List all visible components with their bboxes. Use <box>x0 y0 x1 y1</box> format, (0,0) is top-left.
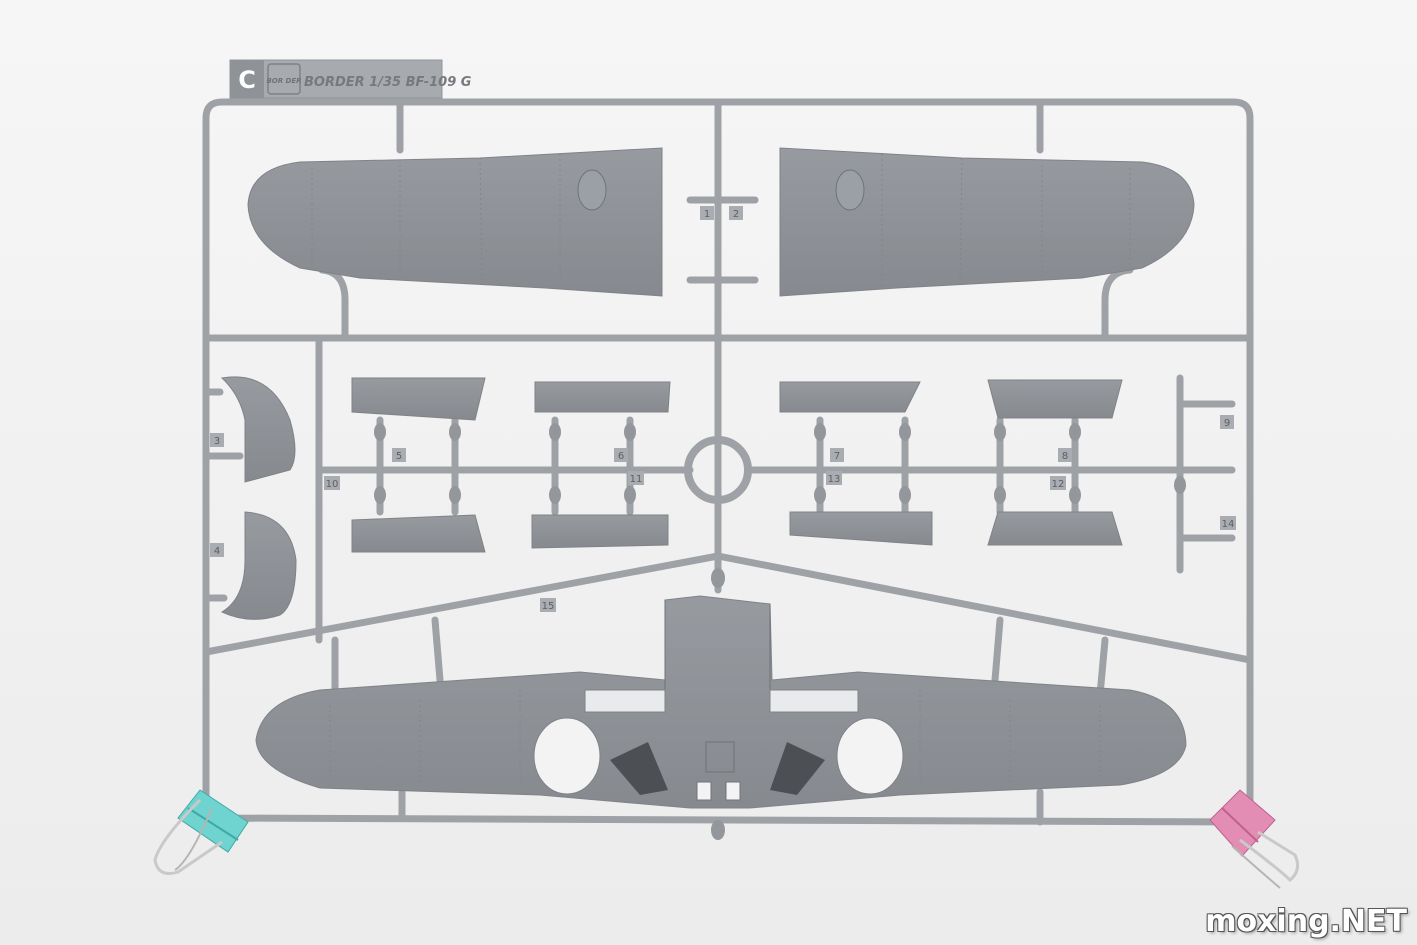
part-number-15: 15 <box>540 598 556 612</box>
part-number-10: 10 <box>324 476 340 490</box>
binder-clip-right <box>1209 789 1300 889</box>
tag-logo: BOR DER <box>266 77 301 85</box>
svg-text:8: 8 <box>1062 451 1068 462</box>
part-number-6: 6 <box>614 448 628 462</box>
part-number-11: 11 <box>628 471 644 485</box>
watermark: moxing.NET <box>1205 904 1407 939</box>
svg-text:5: 5 <box>396 451 402 462</box>
sprue-ring <box>684 436 752 504</box>
part-number-12: 12 <box>1050 476 1066 490</box>
svg-text:11: 11 <box>630 474 643 485</box>
part-number-9: 9 <box>1220 415 1234 429</box>
part-number-8: 8 <box>1058 448 1072 462</box>
wheel-well-left <box>533 717 601 795</box>
gate-blobs <box>374 423 1186 840</box>
sprue-frame <box>202 98 1254 834</box>
part-number-3: 3 <box>210 433 224 447</box>
wheel-well-right <box>836 717 904 795</box>
part-number-13: 13 <box>826 471 842 485</box>
part-number-1: 1 <box>700 206 714 220</box>
svg-text:15: 15 <box>542 601 555 612</box>
svg-text:6: 6 <box>618 451 624 462</box>
part-number-7: 7 <box>830 448 844 462</box>
part-number-5: 5 <box>392 448 406 462</box>
part-number-4: 4 <box>210 543 224 557</box>
part-number-2: 2 <box>729 206 743 220</box>
tag-text: BORDER 1/35 BF-109 G <box>304 75 472 90</box>
upper-wing-left <box>247 147 663 297</box>
tailplane-part-3 <box>220 376 296 483</box>
svg-text:9: 9 <box>1224 418 1230 429</box>
svg-text:12: 12 <box>1052 479 1065 490</box>
sprue-tag: C BOR DER BORDER 1/35 BF-109 G <box>229 59 472 99</box>
part-number-tabs: 1 2 3 4 5 6 7 8 9 10 11 12 13 14 15 <box>210 206 1236 612</box>
svg-text:1: 1 <box>704 209 710 220</box>
part-number-14: 14 <box>1220 516 1236 530</box>
svg-text:13: 13 <box>828 474 841 485</box>
upper-wing-right <box>779 147 1195 297</box>
svg-text:4: 4 <box>214 546 220 557</box>
svg-text:14: 14 <box>1222 519 1235 530</box>
flap-parts <box>351 377 1123 553</box>
svg-text:2: 2 <box>733 209 739 220</box>
svg-text:7: 7 <box>834 451 840 462</box>
lower-wing <box>255 595 1187 809</box>
svg-text:3: 3 <box>214 436 220 447</box>
svg-text:10: 10 <box>326 479 339 490</box>
tag-letter: C <box>238 66 256 94</box>
tailplane-part-4 <box>220 511 297 620</box>
binder-clip-left <box>153 789 249 875</box>
